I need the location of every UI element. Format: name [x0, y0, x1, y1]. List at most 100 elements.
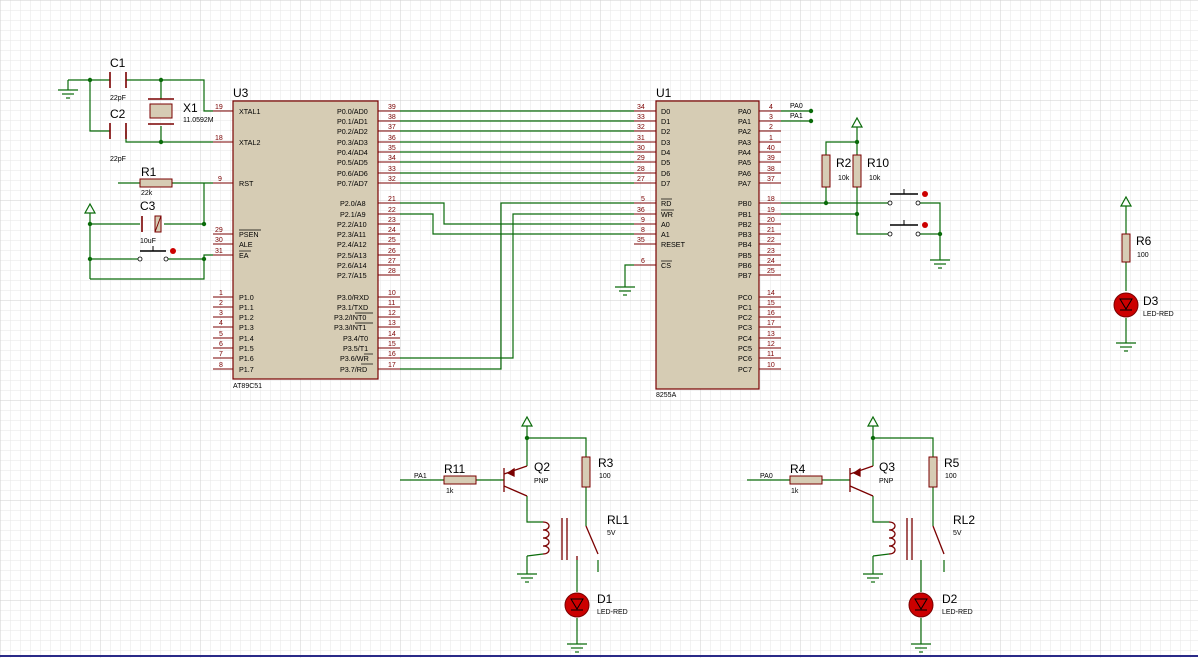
capacitor-c2[interactable]: C2 22pF [109, 107, 127, 163]
svg-text:14: 14 [388, 331, 396, 338]
transistor-q2[interactable]: Q2 PNP [503, 460, 550, 497]
svg-text:P1.2: P1.2 [239, 313, 254, 322]
svg-text:17: 17 [388, 362, 396, 369]
svg-text:P1.5: P1.5 [239, 344, 254, 353]
capacitor-c1[interactable]: C1 22pF [109, 56, 127, 102]
relay-rl1[interactable]: RL1 5V [526, 513, 629, 560]
c3-ref: C3 [140, 199, 156, 213]
svg-text:P3.2/INT0: P3.2/INT0 [334, 313, 366, 322]
svg-text:PA2: PA2 [738, 127, 751, 136]
svg-text:P1.1: P1.1 [239, 303, 254, 312]
c1-ref: C1 [110, 56, 126, 70]
u3-body [232, 100, 379, 380]
r4-ref: R4 [790, 462, 806, 476]
svg-text:PB5: PB5 [738, 251, 752, 260]
svg-text:PB6: PB6 [738, 261, 752, 270]
svg-text:28: 28 [637, 166, 645, 173]
led-d1[interactable]: D1 LED-RED [564, 592, 628, 618]
svg-text:P2.0/A8: P2.0/A8 [340, 199, 366, 208]
svg-text:28: 28 [388, 268, 396, 275]
svg-text:19: 19 [767, 207, 775, 214]
r6-value: 100 [1137, 252, 1149, 259]
svg-text:16: 16 [388, 351, 396, 358]
net-label-pa0-out: PA0 [790, 103, 803, 110]
resistor-r11[interactable]: R11 1k [443, 462, 477, 495]
svg-text:4: 4 [219, 320, 223, 327]
svg-text:PC7: PC7 [738, 365, 752, 374]
q2-ref: Q2 [534, 460, 550, 474]
svg-text:PB4: PB4 [738, 240, 752, 249]
svg-text:16: 16 [767, 310, 775, 317]
resistor-r5[interactable]: R5 100 [928, 456, 960, 488]
svg-text:26: 26 [388, 248, 396, 255]
svg-text:31: 31 [215, 248, 223, 255]
q2-value: PNP [534, 478, 549, 485]
svg-text:PB7: PB7 [738, 271, 752, 280]
svg-text:29: 29 [637, 155, 645, 162]
svg-text:RD: RD [661, 199, 671, 208]
resistor-r1[interactable]: R1 22k [139, 165, 173, 197]
svg-text:39: 39 [388, 104, 396, 111]
svg-text:PA0: PA0 [738, 107, 751, 116]
u1-overbars [661, 198, 674, 262]
led-d3[interactable]: D3 LED-RED [1113, 292, 1174, 318]
transistor-q3[interactable]: Q3 PNP [849, 460, 895, 497]
svg-text:23: 23 [388, 217, 396, 224]
net-label-pa1-out: PA1 [790, 113, 803, 120]
svg-text:32: 32 [637, 124, 645, 131]
rl1-ref: RL1 [607, 513, 629, 527]
svg-text:PB0: PB0 [738, 199, 752, 208]
svg-text:P2.6/A14: P2.6/A14 [337, 261, 367, 270]
svg-text:25: 25 [767, 268, 775, 275]
svg-text:30: 30 [215, 237, 223, 244]
reset-button[interactable] [132, 246, 176, 262]
svg-text:4: 4 [769, 104, 773, 111]
pb1-button[interactable] [887, 220, 928, 237]
svg-text:D0: D0 [661, 107, 670, 116]
svg-text:37: 37 [388, 124, 396, 131]
power-terminal-icon [83, 116, 1133, 427]
svg-text:13: 13 [388, 320, 396, 327]
resistor-r4[interactable]: R4 1k [789, 462, 823, 495]
r2-value: 10k [838, 175, 850, 182]
junctions [87, 77, 943, 441]
capacitor-c3[interactable]: C3 10uF [140, 199, 162, 245]
svg-text:D4: D4 [661, 148, 670, 157]
rl2-value: 5V [953, 530, 962, 537]
svg-text:PC4: PC4 [738, 334, 752, 343]
resistor-r6[interactable]: R6 100 [1121, 233, 1152, 263]
svg-text:15: 15 [388, 341, 396, 348]
svg-text:23: 23 [767, 248, 775, 255]
pb0-button[interactable] [887, 189, 928, 206]
led-diode-icon [1113, 292, 1139, 318]
svg-text:P3.0/RXD: P3.0/RXD [337, 293, 369, 302]
relay-rl2[interactable]: RL2 5V [872, 513, 975, 560]
svg-text:10: 10 [767, 362, 775, 369]
svg-text:21: 21 [388, 196, 396, 203]
net-label-pa1-in: PA1 [414, 473, 427, 480]
svg-text:D5: D5 [661, 158, 670, 167]
u3-overbars [355, 312, 373, 365]
svg-text:P1.4: P1.4 [239, 334, 254, 343]
u1-part: 8255A [656, 392, 677, 399]
resistor-r10[interactable]: R10 10k [852, 154, 889, 188]
resistor-r3[interactable]: R3 100 [581, 456, 614, 488]
svg-text:38: 38 [767, 166, 775, 173]
svg-text:9: 9 [641, 217, 645, 224]
q3-value: PNP [879, 478, 894, 485]
svg-text:7: 7 [219, 351, 223, 358]
u1-left-pins [634, 110, 656, 266]
svg-text:24: 24 [767, 258, 775, 265]
led-d2[interactable]: D2 LED-RED [908, 592, 973, 618]
svg-text:33: 33 [637, 114, 645, 121]
d2-value: LED-RED [942, 609, 973, 616]
svg-text:39: 39 [767, 155, 775, 162]
crystal-x1[interactable]: X1 11.0592M [148, 98, 214, 125]
resistor-r2[interactable]: R2 10k [821, 154, 852, 188]
d2-ref: D2 [942, 592, 958, 606]
